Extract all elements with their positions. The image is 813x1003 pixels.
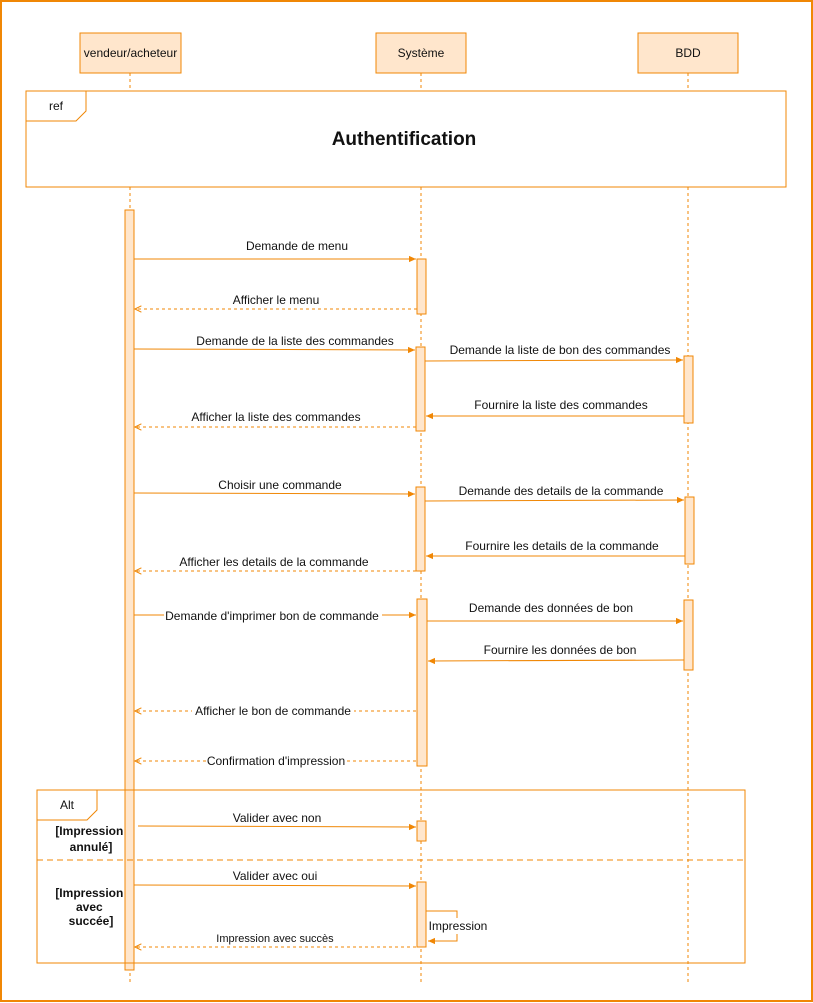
message-valider-oui[interactable]: Valider avec oui	[133, 869, 417, 890]
message-label: Afficher la liste des commandes	[191, 410, 360, 424]
alt-guard-1: [Impression annulé]	[55, 824, 126, 854]
message-label: Fournire la liste des commandes	[474, 398, 647, 412]
message-fournire-details[interactable]: Fournire les details de la commande	[426, 539, 685, 560]
message-demande-liste-bon[interactable]: Demande la liste de bon des commandes	[424, 343, 684, 364]
message-label: Fournire les details de la commande	[465, 539, 659, 553]
message-label: Impression	[429, 919, 488, 933]
message-label: Confirmation d'impression	[207, 754, 345, 768]
activation-vendeur	[124, 209, 135, 971]
ref-frame[interactable]: ref Authentification	[25, 90, 787, 188]
message-demande-details[interactable]: Demande des details de la commande	[424, 484, 685, 504]
message-afficher-bon[interactable]: Afficher le bon de commande	[135, 703, 416, 719]
message-afficher-liste[interactable]: Afficher la liste des commandes	[135, 410, 416, 427]
participant-vendeur-label: vendeur/acheteur	[84, 46, 177, 60]
ref-frame-title: Authentification	[332, 129, 477, 150]
alt-guard-1-line-2: annulé]	[70, 840, 113, 854]
activation-systeme-2	[415, 346, 426, 432]
activation-systeme-3	[415, 486, 426, 572]
participant-systeme-label: Système	[398, 46, 445, 60]
participant-bdd[interactable]: BDD	[637, 32, 739, 74]
activation-systeme-1	[416, 258, 427, 315]
activation-systeme-4	[416, 598, 428, 767]
message-label: Afficher le bon de commande	[195, 704, 351, 718]
message-label: Afficher les details de la commande	[179, 555, 369, 569]
message-label: Demande des details de la commande	[459, 484, 664, 498]
alt-guard-2-line-1: [Impression	[55, 886, 123, 900]
activation-bdd-1	[683, 355, 694, 424]
activation-systeme-6	[416, 881, 427, 948]
message-label: Demande d'imprimer bon de commande	[165, 609, 379, 623]
message-impression-self[interactable]: Impression	[426, 910, 488, 945]
alt-frame[interactable]: Alt [Impression annulé] [Impression avec…	[36, 789, 746, 964]
alt-guard-2-line-3: succée]	[69, 914, 114, 928]
activation-systeme-5	[416, 820, 427, 842]
alt-guard-1-line-1: [Impression	[55, 824, 123, 838]
alt-frame-tag: Alt	[60, 798, 75, 812]
activation-bdd-3	[683, 599, 694, 671]
message-confirmation-impression[interactable]: Confirmation d'impression	[135, 753, 416, 769]
message-afficher-details[interactable]: Afficher les details de la commande	[135, 555, 416, 571]
message-demande-donnees[interactable]: Demande des données de bon	[427, 601, 683, 625]
alt-guard-2-line-2: avec	[76, 900, 103, 914]
participant-vendeur[interactable]: vendeur/acheteur	[79, 32, 182, 74]
message-label: Fournire les données de bon	[484, 643, 637, 657]
message-valider-non[interactable]: Valider avec non	[137, 811, 417, 831]
alt-guard-2: [Impression avec succée]	[55, 886, 126, 928]
message-label: Impression avec succès	[216, 933, 334, 945]
message-demande-imprimer[interactable]: Demande d'imprimer bon de commande	[134, 607, 416, 623]
message-label: Demande de la liste des commandes	[196, 334, 393, 348]
message-impression-succes[interactable]: Impression avec succès	[135, 933, 416, 947]
message-demande-menu[interactable]: Demande de menu	[134, 239, 416, 263]
message-label: Demande la liste de bon des commandes	[450, 343, 671, 357]
participant-bdd-label: BDD	[675, 46, 701, 60]
ref-frame-tag: ref	[49, 99, 64, 113]
message-label: Valider avec non	[233, 811, 322, 825]
alt-frame-tab	[36, 789, 98, 821]
message-label: Afficher le menu	[233, 293, 320, 307]
ref-frame-tab	[25, 90, 87, 122]
participant-systeme[interactable]: Système	[375, 32, 467, 74]
message-label: Demande des données de bon	[469, 601, 633, 615]
message-fournire-donnees[interactable]: Fournire les données de bon	[427, 643, 685, 665]
activation-bdd-2	[684, 496, 695, 565]
message-label: Choisir une commande	[218, 478, 342, 492]
message-afficher-menu[interactable]: Afficher le menu	[135, 293, 417, 309]
message-fournire-liste[interactable]: Fournire la liste des commandes	[426, 398, 684, 420]
message-demande-liste[interactable]: Demande de la liste des commandes	[133, 334, 416, 354]
message-choisir-commande[interactable]: Choisir une commande	[133, 478, 416, 498]
message-label: Valider avec oui	[233, 869, 318, 883]
message-label: Demande de menu	[246, 239, 348, 253]
